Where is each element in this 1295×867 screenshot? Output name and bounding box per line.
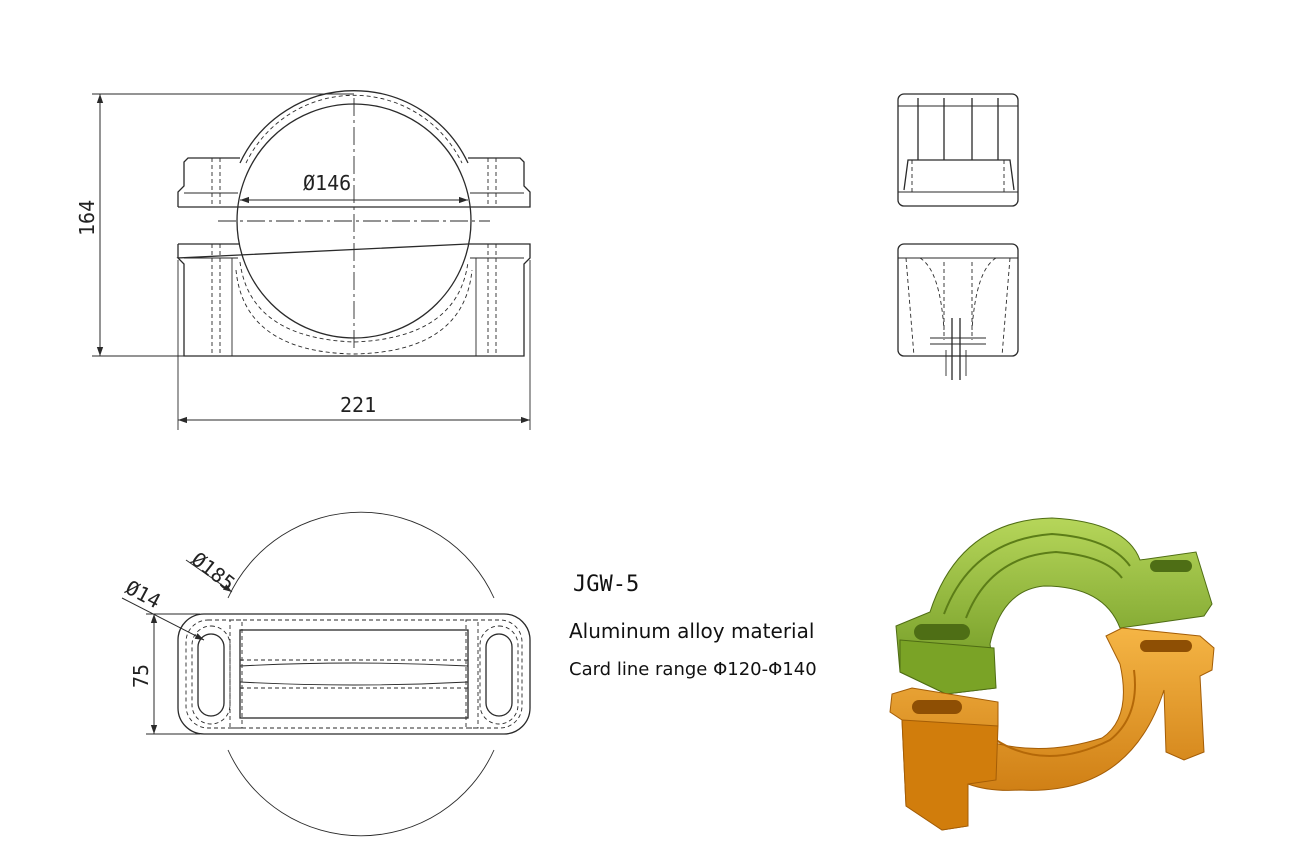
material-text: Aluminum alloy material — [569, 619, 815, 643]
dim-hole-diameter: Ø14 — [122, 575, 165, 613]
dim-width: 221 — [340, 393, 376, 417]
dim-outer-diameter: Ø185 — [187, 547, 240, 596]
model-name: JGW-5 — [573, 572, 640, 597]
upper-clamp — [895, 517, 1213, 695]
range-text: Card line range Φ120-Φ140 — [569, 659, 817, 680]
clamp-3d-illustration — [889, 517, 1215, 831]
dim-height: 164 — [75, 200, 99, 236]
dim-depth: 75 — [129, 664, 153, 688]
top-view: Ø185 Ø14 75 — [122, 511, 531, 837]
dim-inner-diameter: Ø146 — [303, 171, 351, 195]
lower-clamp — [889, 627, 1215, 831]
side-view — [897, 93, 1019, 380]
front-view: Ø146 164 221 — [75, 90, 531, 430]
